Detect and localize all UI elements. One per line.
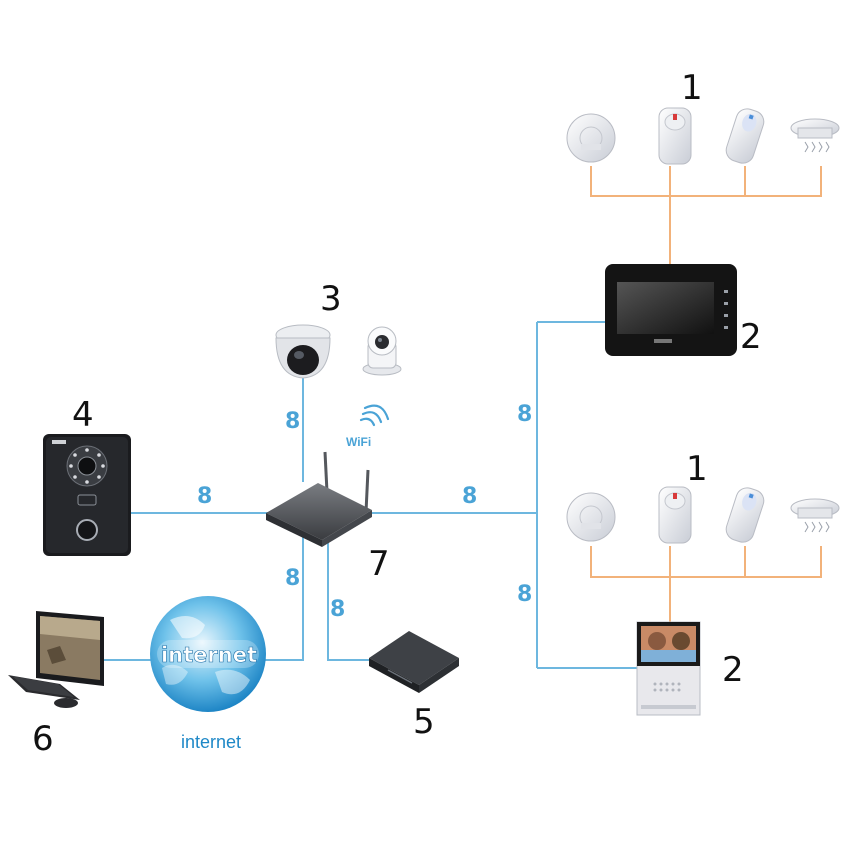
curtain-sensor-icon <box>725 108 765 164</box>
computer-icon <box>8 611 104 708</box>
label-sensors-bottom: 1 <box>686 449 708 489</box>
indoor-monitor-icon <box>605 264 737 356</box>
line-router-internet <box>265 532 304 661</box>
cable-label-camera: 8 <box>285 409 300 434</box>
network-lines <box>104 321 637 669</box>
dome-camera-icon <box>275 324 331 379</box>
pt-camera-icon <box>362 326 402 376</box>
line-router-nvr <box>327 540 370 661</box>
pir-sensor-icon <box>658 486 692 544</box>
label-ip-cameras: 3 <box>320 279 342 319</box>
alarm-bus-top <box>590 166 822 197</box>
gas-detector-icon <box>790 498 840 533</box>
door-station-icon <box>43 434 131 556</box>
cable-label-router-right: 8 <box>462 484 477 509</box>
alarm-lines <box>590 166 822 623</box>
pir-sensor-icon <box>658 107 692 165</box>
label-monitor-bottom: 2 <box>722 650 744 690</box>
nvr-icon <box>369 631 459 693</box>
internet-caption: internet <box>181 732 241 752</box>
smoke-detector-icon <box>566 492 616 542</box>
cable-label-nvr: 8 <box>330 597 345 622</box>
globe-text: internet <box>161 643 257 667</box>
label-door-station: 4 <box>72 395 94 435</box>
label-sensors-top: 1 <box>681 68 703 108</box>
indoor-monitor-icon <box>636 621 701 716</box>
curtain-sensor-icon <box>725 487 765 543</box>
label-nvr: 5 <box>413 702 435 742</box>
cable-label-internet: 8 <box>285 566 300 591</box>
smoke-detector-icon <box>566 113 616 163</box>
label-pc: 6 <box>32 719 54 759</box>
sensor-group-top <box>566 107 840 165</box>
cable-label-backbone-bottom: 8 <box>517 582 532 607</box>
cable-label-door: 8 <box>197 484 212 509</box>
wifi-icon <box>359 404 390 427</box>
cable-label-backbone-top: 8 <box>517 402 532 427</box>
alarm-bus-bottom <box>590 546 822 578</box>
wifi-label: WiFi <box>346 435 371 449</box>
label-monitor-top: 2 <box>740 317 762 357</box>
gas-detector-icon <box>790 118 840 153</box>
label-router: 7 <box>368 544 390 584</box>
sensor-group-bottom <box>566 486 840 544</box>
router-icon <box>266 451 372 547</box>
globe-icon <box>150 596 266 712</box>
